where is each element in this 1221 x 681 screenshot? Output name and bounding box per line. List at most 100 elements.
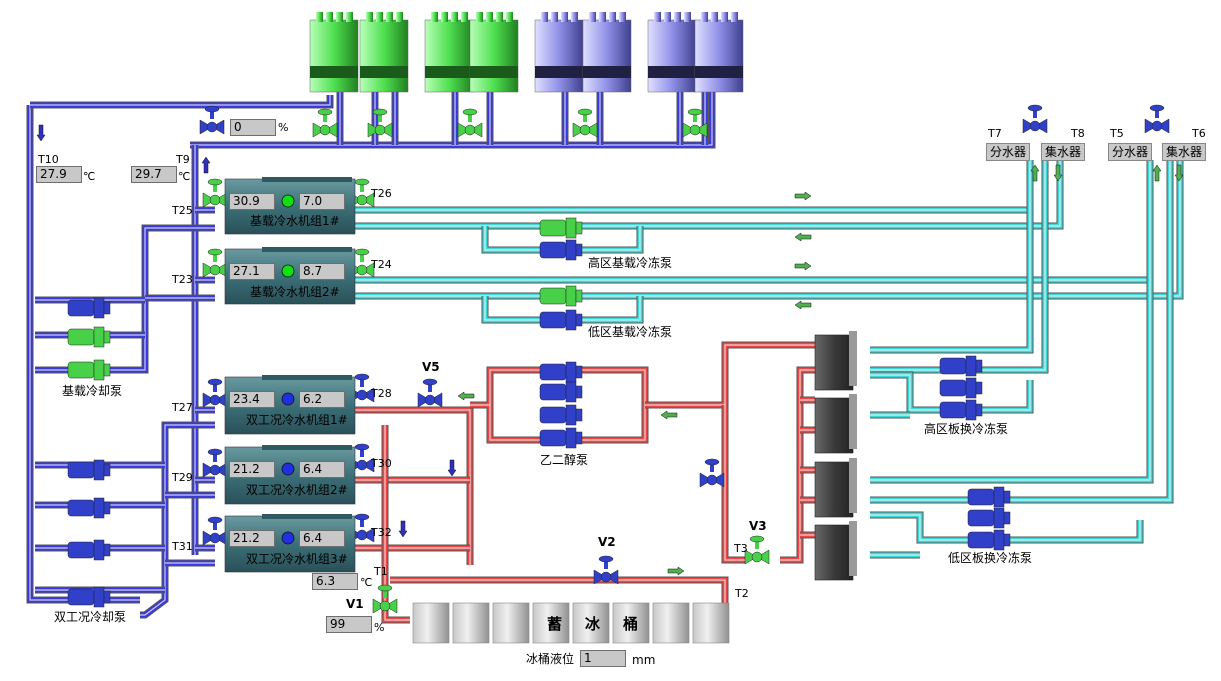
chiller3-out-temp: 6.2: [299, 391, 345, 408]
plate-heat-exchanger: [814, 331, 857, 391]
v3-valve-icon: [744, 535, 770, 565]
ice-tank-cell: [692, 602, 730, 644]
pump-icon: [67, 459, 111, 481]
high-plate-pump-label: 高区板换冷冻泵: [924, 422, 1009, 436]
pump-icon: [67, 586, 111, 608]
chiller4-out-temp: 6.4: [299, 461, 345, 478]
chiller1-in-tag: T25: [172, 204, 193, 217]
chiller4-in-temp: 21.2: [229, 461, 275, 478]
base-return-high: [355, 160, 1064, 230]
cooling-tower: [534, 12, 584, 93]
cooling-tower: [647, 12, 697, 93]
dual-cooling-pump-label: 双工况冷却泵: [54, 610, 127, 624]
tower-valve-icon: [367, 108, 393, 138]
pump-icon: [67, 539, 111, 561]
ice-tank-char-3: 桶: [623, 615, 639, 633]
plate-heat-exchanger: [814, 521, 857, 581]
pipe-segment: [721, 405, 745, 564]
flow-arrow-icon: [36, 124, 46, 142]
tower-valve-icon: [312, 108, 338, 138]
cooling-tower: [359, 12, 409, 93]
chiller3-out-tag: T28: [371, 387, 392, 400]
pump-icon: [967, 529, 1011, 551]
pipe-segment: [140, 421, 215, 619]
chiller4-name: 双工况冷水机组2#: [246, 483, 348, 497]
chiller3-name: 双工况冷水机组1#: [246, 413, 348, 427]
pump-icon: [539, 285, 583, 307]
left-return-manifold: 集水器: [1041, 143, 1086, 161]
pump-icon: [967, 486, 1011, 508]
chiller1-out-tag: T26: [371, 187, 392, 200]
t1-unit: ℃: [360, 576, 373, 589]
base-cooling-pump-label: 基载冷却泵: [62, 384, 123, 398]
cooling-tower: [582, 12, 632, 93]
status-light-on-icon: [281, 194, 295, 208]
pump-icon: [539, 239, 583, 261]
flow-arrow-icon: [201, 156, 211, 174]
pipe-segment: [355, 406, 474, 565]
tower-supply-header: [190, 90, 716, 149]
base-return-low: [355, 160, 1184, 300]
pump-icon: [67, 359, 111, 381]
flow-arrow-icon: [667, 566, 685, 576]
left-supply-manifold: 分水器: [986, 143, 1031, 161]
flow-arrow-icon: [1030, 164, 1040, 182]
cooling-tower: [694, 12, 744, 93]
chiller2-name: 基载冷水机组2#: [250, 285, 340, 299]
pump-icon: [939, 377, 983, 399]
v1-label: V1: [346, 597, 364, 611]
pump-icon: [967, 507, 1011, 529]
ice-tank-cell: [412, 602, 450, 644]
t7-tag: T7: [988, 127, 1002, 140]
glycol-pump-icon: [539, 381, 583, 403]
pump-icon: [939, 399, 983, 421]
pump-icon: [539, 217, 583, 239]
status-light-off-icon: [281, 462, 295, 476]
right-supply-manifold: 分水器: [1108, 143, 1153, 161]
pipe-segment: [470, 366, 649, 444]
chiller5-name: 双工况冷水机组3#: [246, 552, 348, 566]
pump-icon: [67, 297, 111, 319]
flow-arrow-icon: [1152, 164, 1162, 182]
v1-percent: 99: [326, 616, 372, 633]
status-light-off-icon: [281, 531, 295, 545]
valve-icon: [699, 458, 725, 488]
tower-valve-icon: [682, 108, 708, 138]
chiller2-out-tag: T24: [371, 258, 392, 271]
ice-tank-cell: [532, 602, 570, 644]
status-light-off-icon: [281, 392, 295, 406]
t9-tag: T9: [176, 153, 190, 166]
high-base-chilled-pump-label: 高区基载冷冻泵: [588, 256, 673, 270]
chiller1-name: 基载冷水机组1#: [250, 214, 340, 228]
ice-tank-cell: [452, 602, 490, 644]
chiller2-in-tag: T23: [172, 273, 193, 286]
tower-valve-icon: [572, 108, 598, 138]
t5-tag: T5: [1110, 127, 1124, 140]
chiller4-out-tag: T30: [371, 457, 392, 470]
ice-tank-cell: [652, 602, 690, 644]
t3-tag: T3: [734, 542, 748, 555]
glycol-pump-label: 乙二醇泵: [540, 453, 589, 467]
flow-arrow-icon: [794, 300, 812, 310]
pump-icon: [939, 355, 983, 377]
chiller4-in-tag: T29: [172, 471, 193, 484]
ice-level-unit: mm: [632, 653, 656, 667]
t2-tag: T2: [735, 587, 749, 600]
status-light-on-icon: [281, 264, 295, 278]
pipe-segment: [381, 425, 410, 624]
ice-tank-char-2: 冰: [585, 615, 601, 633]
valve-icon: [202, 378, 228, 408]
flow-arrow-icon: [447, 459, 457, 477]
glycol-pump-icon: [539, 361, 583, 383]
flow-arrow-icon: [1053, 164, 1063, 182]
v5-valve-icon: [417, 378, 443, 408]
t1-value: 6.3: [312, 573, 358, 590]
glycol-pump-icon: [539, 427, 583, 449]
valve-icon: [202, 178, 228, 208]
chiller2-out-temp: 8.7: [299, 263, 345, 280]
plate-heat-exchanger: [814, 394, 857, 454]
tower-bypass-valve-icon: [199, 105, 225, 135]
t10-unit: ℃: [83, 170, 96, 183]
